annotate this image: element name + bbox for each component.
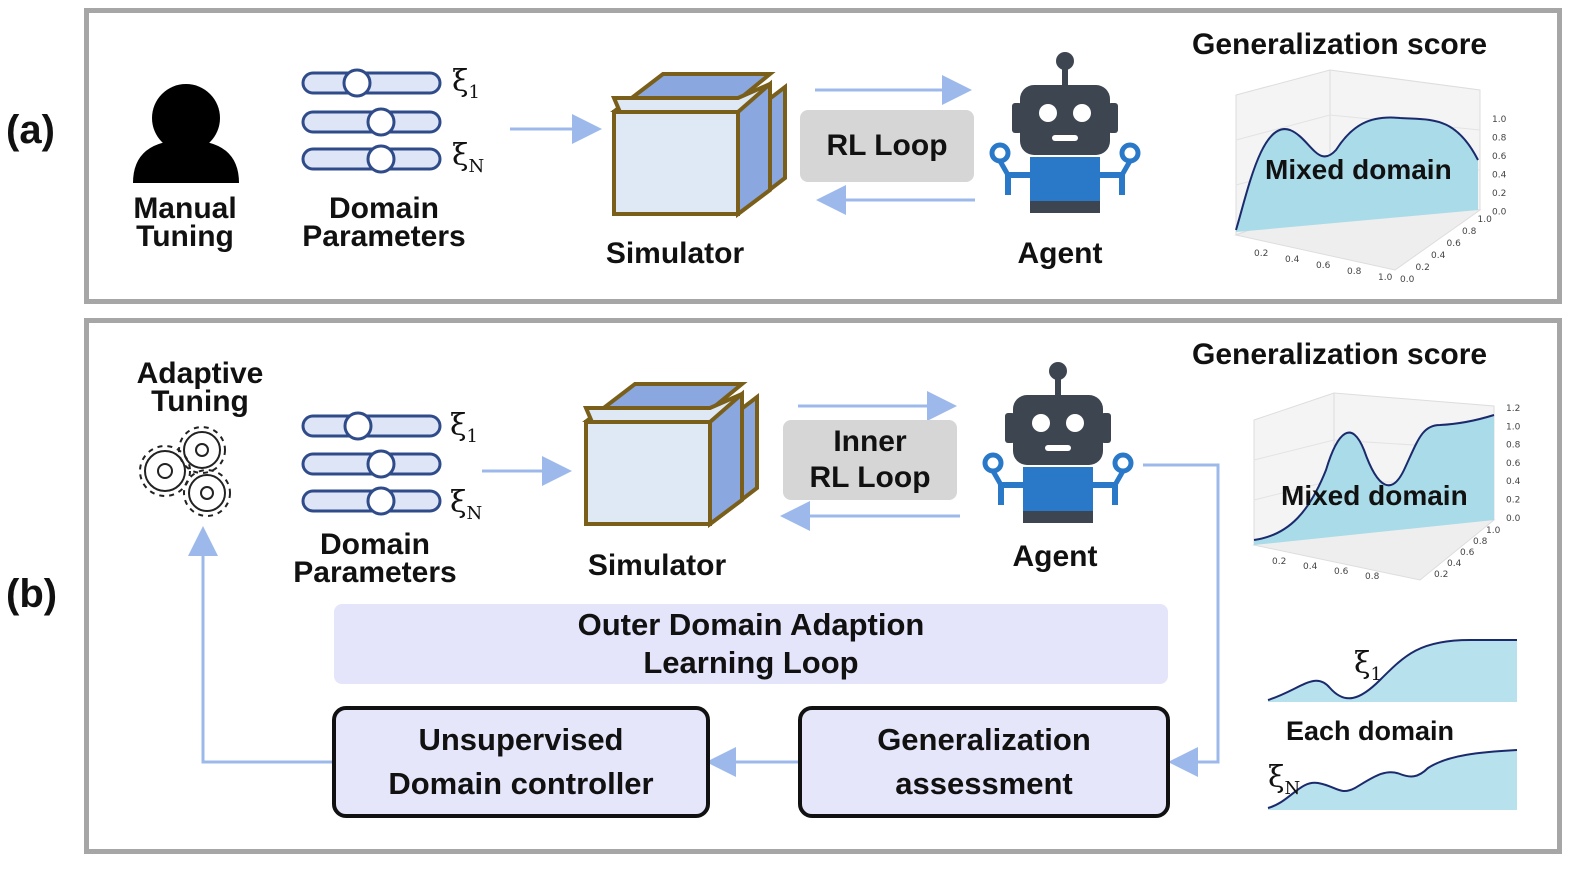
mixed-domain-3d-chart-a xyxy=(1234,69,1482,271)
chart-b-x-tick: 0.2 xyxy=(1272,557,1286,567)
domain-parameters-sliders-icon-b xyxy=(301,411,442,516)
chart-a-x-tick: 0.6 xyxy=(1316,261,1331,271)
xi-n-label: ξN xyxy=(452,138,485,177)
domain-1-curve xyxy=(1267,639,1517,702)
chart-b-z-tick: 0.6 xyxy=(1506,459,1521,469)
chart-a-x-tick: 1.0 xyxy=(1378,273,1393,283)
arrow-controller-to-tuning xyxy=(188,526,332,764)
simulator-label-b: Simulator xyxy=(587,549,727,582)
chart-a-y-tick: 0.6 xyxy=(1447,239,1462,249)
mixed-domain-label-b: Mixed domain xyxy=(1281,480,1468,511)
domain-parameters-label-b: Domain Parameters xyxy=(293,528,457,589)
inner-rl-loop-box: Inner RL Loop xyxy=(783,420,957,500)
panel-b-letter: (b) xyxy=(6,572,58,616)
unsupervised-domain-controller-box: Unsupervised Domain controller xyxy=(332,706,710,818)
chart-a-y-tick: 0.2 xyxy=(1416,263,1430,273)
chart-a-z-tick: 0.2 xyxy=(1492,189,1506,199)
simulator-cube-icon-b xyxy=(582,382,759,529)
chart-a-z-tick: 0.4 xyxy=(1492,171,1507,181)
chart-b-x-tick: 0.4 xyxy=(1303,562,1318,572)
chart-b-z-tick: 0.2 xyxy=(1506,496,1520,506)
agent-robot-icon xyxy=(989,52,1141,213)
domain-parameters-label: Domain Parameters xyxy=(302,192,466,253)
chart-a-x-tick: 0.2 xyxy=(1254,249,1268,259)
person-icon xyxy=(133,84,239,183)
manual-tuning-label: Manual Tuning xyxy=(133,192,237,253)
chart-b-x-tick: 0.6 xyxy=(1334,567,1349,577)
chart-b-z-tick: 0.0 xyxy=(1506,514,1521,524)
chart-b-y-tick: 1.0 xyxy=(1486,526,1501,536)
panel-a-letter: (a) xyxy=(6,108,55,152)
chart-a-x-tick: 0.8 xyxy=(1347,267,1362,277)
chart-b-y-tick: 0.8 xyxy=(1473,537,1488,547)
xi-n-label-b: ξN xyxy=(450,485,483,524)
chart-b-z-tick: 1.2 xyxy=(1506,404,1520,414)
agent-robot-icon-b xyxy=(982,362,1134,523)
agent-label-b: Agent xyxy=(1012,540,1098,573)
chart-b-z-tick: 0.8 xyxy=(1506,441,1521,451)
gears-icon xyxy=(139,426,231,517)
mixed-domain-label-a: Mixed domain xyxy=(1265,154,1452,185)
simulator-label: Simulator xyxy=(605,237,745,270)
chart-b-y-tick: 0.6 xyxy=(1460,548,1475,558)
arrow-agent-to-assessment xyxy=(1143,463,1220,777)
chart-b-x-tick: 0.8 xyxy=(1365,572,1380,582)
each-domain-label: Each domain xyxy=(1286,716,1455,746)
chart-a-y-tick: 1.0 xyxy=(1478,215,1493,225)
domain-n-curve xyxy=(1267,749,1518,810)
chart-a-z-tick: 0.8 xyxy=(1492,134,1507,144)
chart-b-y-tick: 0.4 xyxy=(1447,559,1462,569)
generalization-assessment-box: Generalization assessment xyxy=(798,706,1170,818)
chart-a-x-tick: 0.4 xyxy=(1285,255,1300,265)
curve-xi-1-label: ξ1 xyxy=(1354,646,1382,685)
chart-a-z-tick: 1.0 xyxy=(1492,115,1507,125)
chart-a-z-tick: 0.6 xyxy=(1492,152,1507,162)
chart-b-y-tick: 0.2 xyxy=(1434,570,1448,580)
domain-parameters-sliders-icon xyxy=(301,68,442,174)
panel-b xyxy=(84,318,1562,854)
chart-a-y-tick: 0.4 xyxy=(1431,251,1446,261)
chart-a-z-tick: 0.0 xyxy=(1492,208,1507,218)
curve-xi-n-label: ξN xyxy=(1268,760,1301,799)
chart-b-z-tick: 1.0 xyxy=(1506,422,1521,432)
chart-a-y-tick: 0.0 xyxy=(1400,275,1415,285)
rl-loop-box: RL Loop xyxy=(800,110,974,182)
generalization-score-title-a: Generalization score xyxy=(1192,28,1488,61)
mixed-domain-3d-chart-b xyxy=(1252,392,1496,581)
chart-b-z-tick: 0.4 xyxy=(1506,477,1521,487)
adaptive-tuning-label: Adaptive Tuning xyxy=(136,357,264,418)
chart-a-y-tick: 0.8 xyxy=(1462,227,1477,237)
outer-domain-adaption-loop-box: Outer Domain Adaption Learning Loop xyxy=(334,604,1168,684)
generalization-score-title-b: Generalization score xyxy=(1192,338,1488,371)
xi-1-label-b: ξ1 xyxy=(450,408,478,447)
agent-label: Agent xyxy=(1017,237,1103,270)
xi-1-label: ξ1 xyxy=(452,64,480,103)
simulator-cube-icon xyxy=(610,72,787,219)
